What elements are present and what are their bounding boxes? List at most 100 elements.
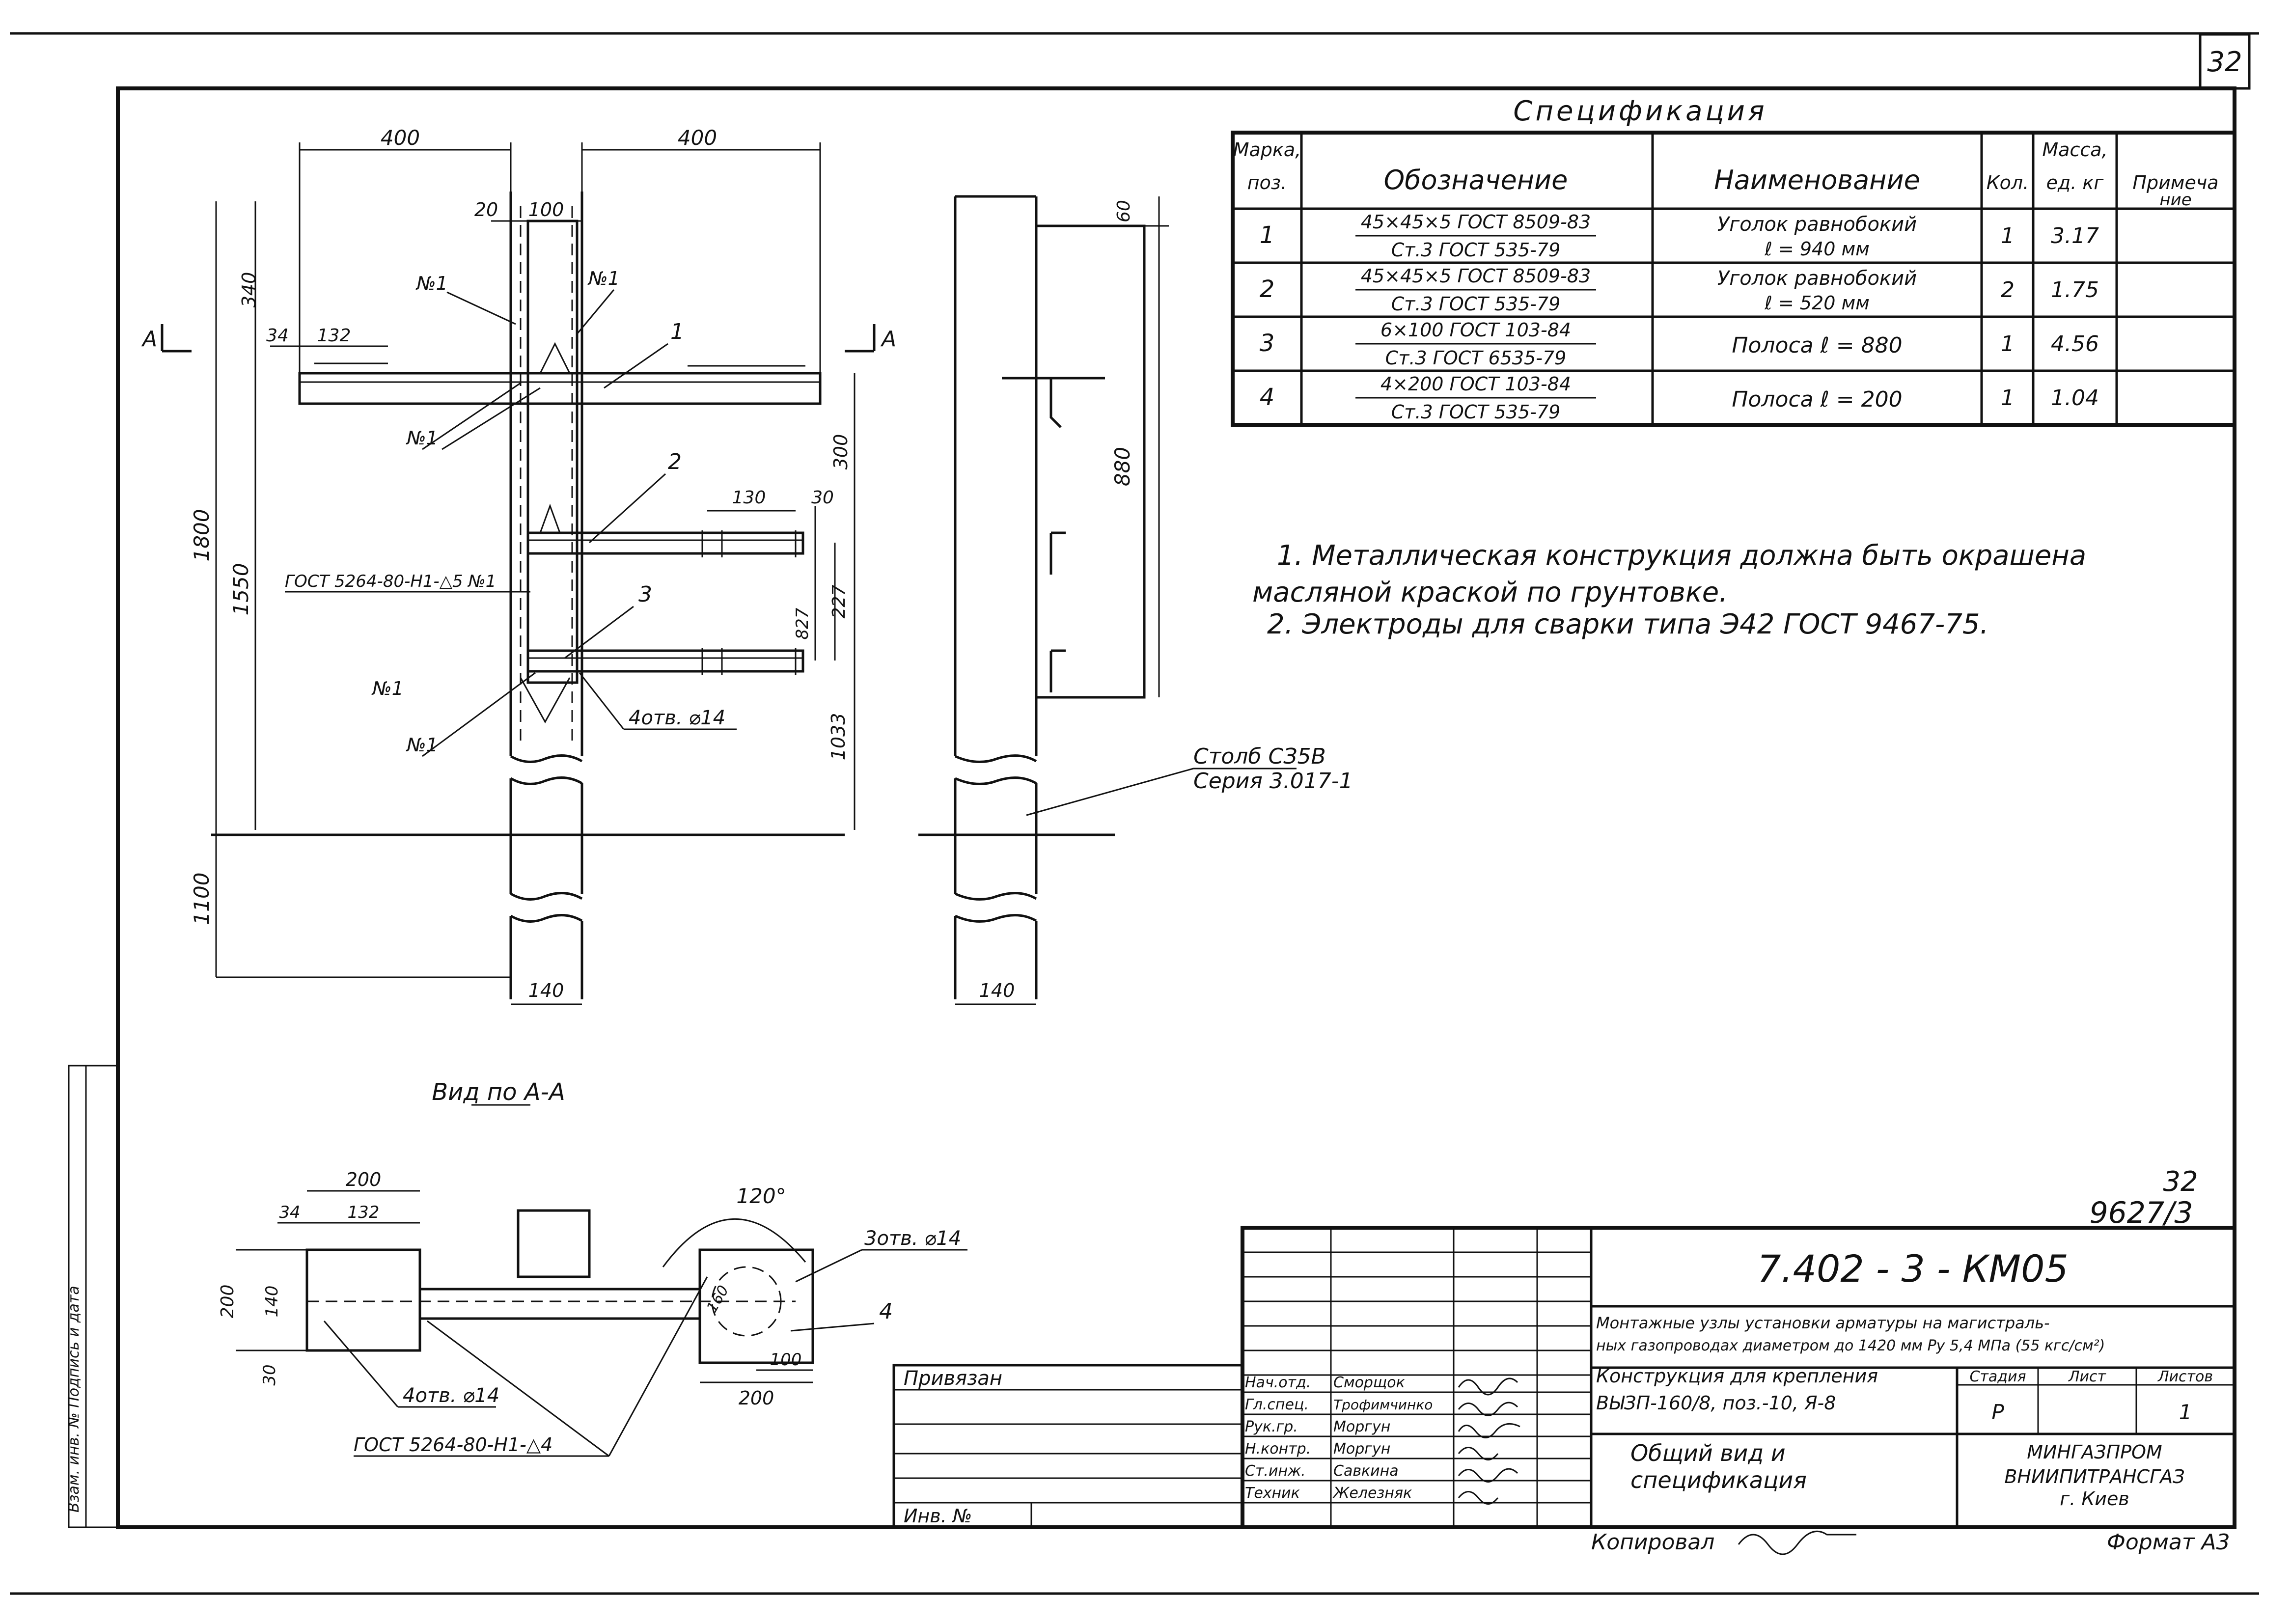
va-dim-140: 140 <box>262 1286 282 1318</box>
va-dim-200-bottom: 200 <box>739 1387 774 1409</box>
weld-callout: №1 <box>415 273 448 294</box>
role-label: Техник <box>1245 1485 1300 1502</box>
dim-140: 140 <box>528 980 564 1001</box>
spec-row-qty: 1 <box>2001 223 2015 248</box>
dim-34: 34 <box>266 326 289 346</box>
role-label: Рук.гр. <box>1245 1418 1298 1435</box>
front-holes-label: 4отв. ⌀14 <box>629 707 725 729</box>
hdr-mass-2: ед. кг <box>2046 172 2104 193</box>
weld-callout: №1 <box>587 268 620 289</box>
side-stamp: Взам. инв. № Подпись и дата <box>65 1065 119 1528</box>
signature <box>1458 1447 1499 1460</box>
sheet-title-line: спецификация <box>1630 1467 1807 1493</box>
title-block: Привязан Инв. № 7.402 - 3 - КМ05 Монтажн… <box>892 1226 2236 1555</box>
spec-row-name1: Полоса ℓ = 880 <box>1732 333 1902 358</box>
dim-1033: 1033 <box>828 713 849 761</box>
dim-30: 30 <box>811 488 834 508</box>
front-weld-symbol: ГОСТ 5264-80-Н1-△5 №1 <box>285 572 496 591</box>
sheet-frame: 32 <box>10 32 2259 1595</box>
sheets-value: 1 <box>2179 1400 2192 1424</box>
va-dim-100: 100 <box>770 1350 802 1370</box>
side-dim-880: 880 <box>1110 447 1134 486</box>
spec-row-mass: 1.75 <box>2051 277 2099 303</box>
note-line: масляной краской по грунтовке. <box>1252 577 1728 608</box>
dim-340: 340 <box>238 272 260 308</box>
spec-row-name1: Уголок равнобокий <box>1717 267 1917 290</box>
position-label: 2 <box>668 449 682 474</box>
project-line: Монтажные узлы установки арматуры на маг… <box>1596 1314 2050 1332</box>
hdr-name: Наименование <box>1714 165 1920 195</box>
spec-row-pos: 4 <box>1260 384 1275 411</box>
spec-row-des1: 45×45×5 ГОСТ 8509-83 <box>1361 265 1591 287</box>
spec-row-mass: 4.56 <box>2051 331 2099 357</box>
note-line: 2. Электроды для сварки типа Э42 ГОСТ 94… <box>1267 608 1988 640</box>
dim-1550: 1550 <box>229 563 253 616</box>
va-dim-132: 132 <box>348 1203 380 1222</box>
role-label: Гл.спец. <box>1245 1396 1309 1413</box>
sheets-header: Листов <box>2157 1368 2213 1385</box>
signature <box>1458 1377 1518 1396</box>
hdr-note-2: ние <box>2159 190 2191 210</box>
spec-row-des2: Ст.3 ГОСТ 535-79 <box>1391 239 1561 261</box>
va-dim-160: 160 <box>703 1283 732 1316</box>
hdr-mark-2: поз. <box>1247 172 1287 193</box>
dim-100: 100 <box>528 199 564 220</box>
doc-code: 7.402 - 3 - КМ05 <box>1757 1247 2069 1291</box>
spec-row-qty: 2 <box>2001 277 2015 303</box>
dim-400-left: 400 <box>381 126 420 150</box>
sheet-header: Лист <box>2068 1368 2107 1385</box>
role-label: Н.контр. <box>1245 1440 1311 1458</box>
construction-line: Конструкция для крепления <box>1596 1365 1878 1387</box>
dim-130: 130 <box>732 488 766 508</box>
spec-row-des2: Ст.3 ГОСТ 535-79 <box>1391 401 1561 423</box>
position-label: 3 <box>638 582 652 607</box>
sheet-title-line: Общий вид и <box>1630 1440 1786 1466</box>
spec-row-name2: ℓ = 940 мм <box>1764 238 1870 260</box>
front-view: 400 400 20 100 340 34 132 300 130 30 227… <box>141 126 896 1005</box>
signature <box>1458 1402 1518 1416</box>
specification-table: Спецификация Марка, поз. Обозначение Наи… <box>1231 95 2236 427</box>
copied-label: Копировал <box>1591 1530 1714 1555</box>
side-view: 60 880 140 Столб СЗ5В Серия 3.017-1 <box>918 195 1353 1005</box>
va-holes-4: 4отв. ⌀14 <box>403 1384 499 1407</box>
va-position: 4 <box>879 1299 893 1324</box>
org-line: ВНИИПИТРАНСГАЗ <box>2004 1466 2184 1487</box>
spec-row-des1: 6×100 ГОСТ 103-84 <box>1380 319 1571 341</box>
spec-row-des1: 4×200 ГОСТ 103-84 <box>1380 373 1571 395</box>
stage-value: Р <box>1991 1400 2004 1424</box>
spec-row-mass: 1.04 <box>2051 385 2099 411</box>
hdr-qty: Кол. <box>1987 172 2029 193</box>
spec-row-pos: 1 <box>1260 221 1275 249</box>
spec-row-qty: 1 <box>2001 385 2015 411</box>
post-label-2: Серия 3.017-1 <box>1193 769 1353 794</box>
privyazan-label: Привязан <box>904 1367 1002 1390</box>
person-name: Савкина <box>1333 1462 1399 1480</box>
signature <box>1458 1491 1499 1505</box>
side-stamp-text: Взам. инв. № Подпись и дата <box>65 1286 83 1513</box>
dim-1100: 1100 <box>190 873 214 925</box>
doc-archive-number: 9627/3 <box>2089 1196 2193 1230</box>
view-a-a: Вид по А-А 200 34 132 200 140 30 120° 16… <box>218 1078 967 1457</box>
post-label-1: Столб СЗ5В <box>1193 744 1326 769</box>
construction-line: ВЫЗП-160/8, поз.-10, Я-8 <box>1596 1392 1836 1414</box>
hdr-designation: Обозначение <box>1384 165 1568 195</box>
person-name: Трофимчинко <box>1333 1397 1433 1413</box>
va-dim-34: 34 <box>279 1203 300 1222</box>
spec-row-des2: Ст.3 ГОСТ 6535-79 <box>1385 347 1567 369</box>
person-name: Моргун <box>1333 1440 1390 1458</box>
va-dim-200-top: 200 <box>346 1169 382 1190</box>
weld-callout: №1 <box>406 734 438 756</box>
hdr-mark-1: Марка, <box>1233 139 1301 161</box>
side-dim-140: 140 <box>979 980 1015 1001</box>
spec-row-pos: 3 <box>1260 330 1275 357</box>
spec-row-mass: 3.17 <box>2051 223 2099 248</box>
signature <box>1458 1423 1520 1438</box>
hdr-mass-1: Масса, <box>2042 139 2107 161</box>
person-name: Железняк <box>1332 1485 1412 1502</box>
spec-row-des2: Ст.3 ГОСТ 535-79 <box>1391 293 1561 315</box>
weld-callout: №1 <box>371 678 404 699</box>
weld-callout: №1 <box>406 427 438 449</box>
section-mark-right: А <box>880 327 896 352</box>
project-line: ных газопроводах диаметром до 1420 мм Ру… <box>1596 1337 2105 1354</box>
